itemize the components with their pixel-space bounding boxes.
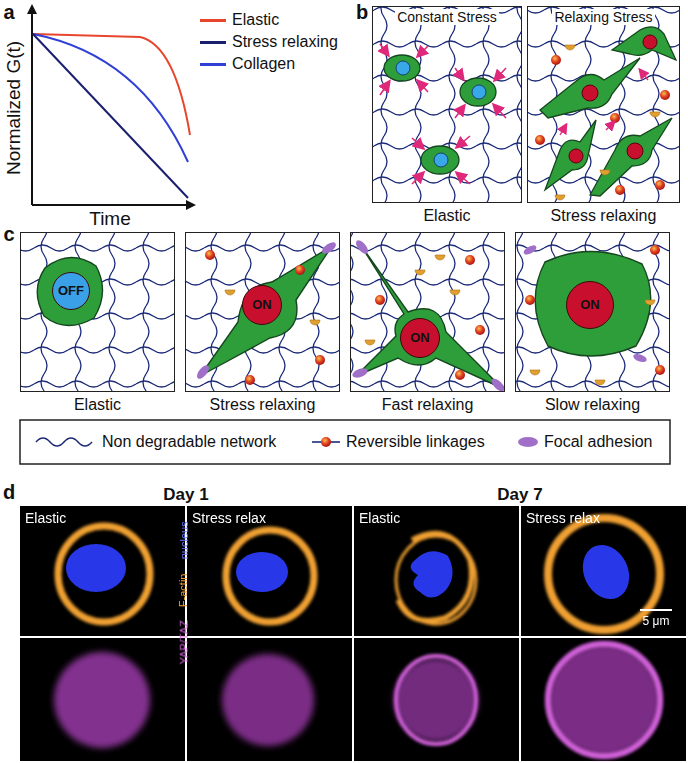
axis-label: Time [89,208,131,230]
panel-caption: Stress relaxing [551,207,657,225]
panel-border [20,232,175,392]
micrograph-tile: Stress relax [187,506,352,636]
legend-text: Focal adhesion [544,433,653,451]
condition-label: Stress relax [526,510,600,526]
panel-caption: Elastic [423,207,470,225]
cell-nucleus: ON [400,318,440,358]
panel-caption: Elastic [74,396,121,414]
micrograph-tile: Elastic [354,506,519,636]
schematic-panel: Stress relaxing ON [185,232,340,422]
panel-border [372,6,522,203]
condition-label: Elastic [359,510,400,526]
legend-swatch [200,41,226,44]
panel-caption: Fast relaxing [382,396,474,414]
state-label: ON [410,331,430,346]
schematic-panel: Slow relaxing ON [515,232,670,422]
state-label: ON [580,298,600,313]
state-label: OFF [58,284,84,299]
schematic-panel: Elastic OFF [20,232,175,422]
legend-text: Stress relaxing [232,33,338,51]
panel-heading: Relaxing Stress [552,9,654,25]
panel-letter: b [356,1,368,24]
panel-heading: Constant Stress [395,9,499,25]
axis-label: Normalized G(t) [3,41,25,175]
panel-letter: d [3,481,15,504]
micrograph-tile: Elastic [20,506,185,636]
legend-text: Reversible linkages [346,433,485,451]
schematic-panel: Relaxing StressStress relaxing [527,6,680,233]
legend-text: Elastic [232,11,279,29]
condition-label: Stress relax [192,510,266,526]
schematic-panel: Constant StressElastic [372,6,522,233]
panel-letter: c [3,223,14,246]
panel-letter: a [3,1,14,24]
panel-caption: Slow relaxing [545,396,640,414]
state-label: ON [252,298,272,313]
legend-swatch [200,63,226,66]
legend-swatch [200,19,226,22]
panel-border [527,6,680,203]
legend-text: Non degradable network [102,433,276,451]
axis-label: nucleus [178,521,191,559]
panel-border [350,232,505,392]
panel-caption: Stress relaxing [210,396,316,414]
axis-label: F-actin [178,573,191,607]
axis-label: YAP/TAZ [178,620,191,664]
schematic-panel: Fast relaxing ON [350,232,505,422]
condition-label: Elastic [25,510,66,526]
axis-label: Day 1 [163,485,208,505]
legend-text: Collagen [232,55,295,73]
scale-bar-label: 5 μm [643,615,670,629]
cell-nucleus: ON [242,285,282,325]
cell-nucleus: OFF [52,272,90,310]
axis-label: Day 7 [497,485,542,505]
cell-nucleus: ON [566,281,614,329]
